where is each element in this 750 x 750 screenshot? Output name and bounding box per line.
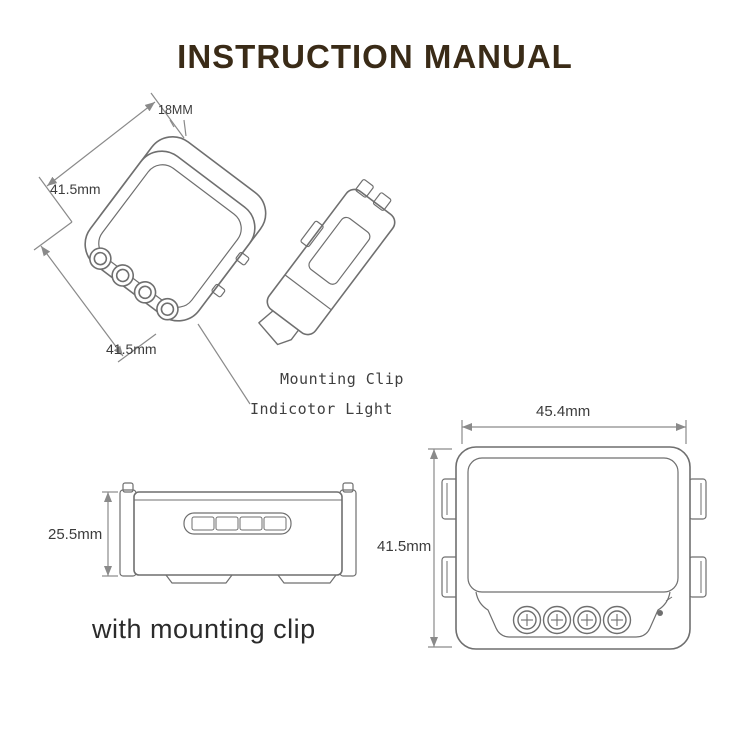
page-title: INSTRUCTION MANUAL [177,38,573,75]
side-view-drawing [119,482,357,584]
front-view-drawing [441,446,707,650]
iso-width-dim-label: 41.5mm [106,341,157,357]
front-view-dimension-lines [428,420,687,648]
iso-height-dim-label: 41.5mm [50,181,101,197]
front-height-dim-label: 41.5mm [377,538,432,555]
iso-thickness-dim-label: 18MM [158,103,193,117]
mounting-clip-drawing [258,179,396,346]
iso-device-drawing [84,136,267,322]
screw-terminals [512,605,632,635]
front-width-dim-label: 45.4mm [536,403,591,420]
iso-dimension-lines [33,92,251,405]
indicator-light-label: Indicotor Light [250,400,393,418]
indicator-led-dot [657,610,663,616]
side-view-dimension-lines [102,491,118,577]
mounting-clip-label: Mounting Clip [280,370,404,388]
side-height-dim-label: 25.5mm [48,526,103,543]
side-view-caption: with mounting clip [92,614,316,644]
